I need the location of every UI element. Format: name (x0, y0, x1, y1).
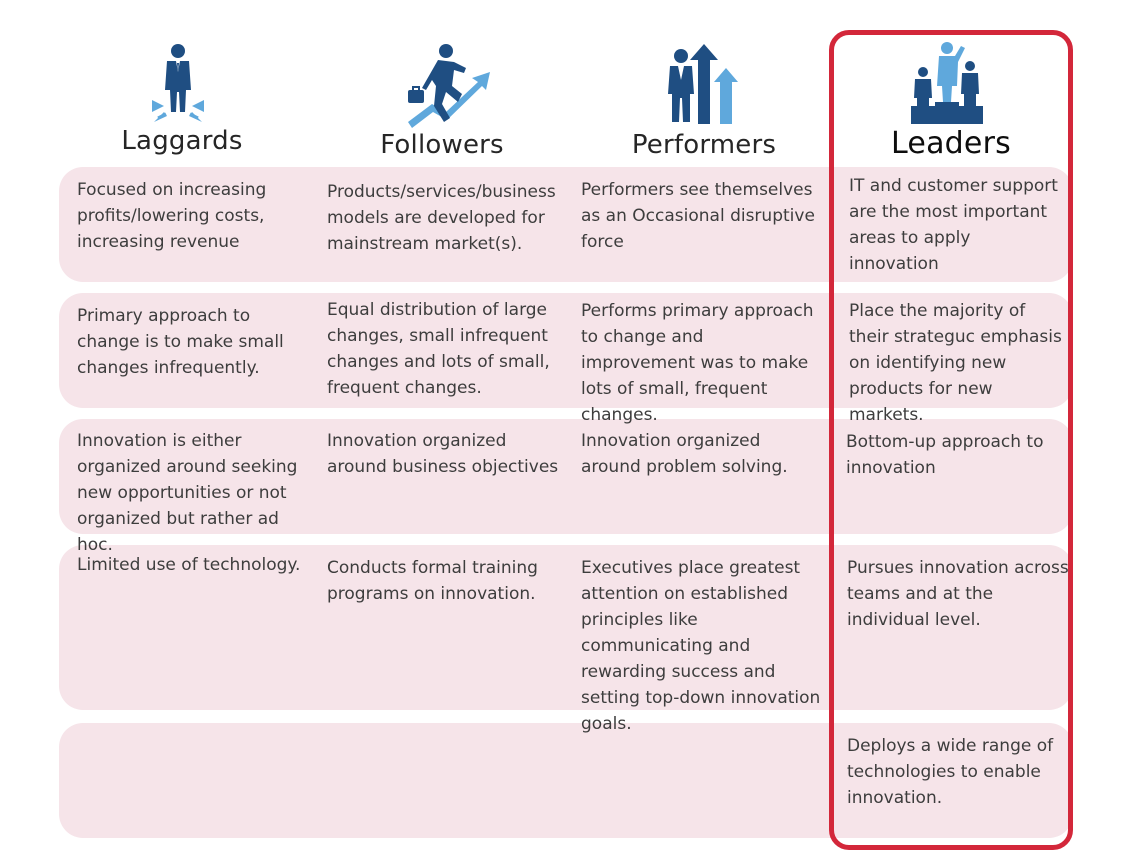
leaders-highlight-box (829, 30, 1073, 850)
person-with-arrows-icon (668, 44, 738, 124)
cell-leaders-5: Deploys a wide range of technologies to … (847, 736, 1054, 808)
cell-leaders-2: Place the majority of their strateguc em… (849, 301, 1062, 425)
cell-laggards-1: Focused on increasing profits/lowering c… (77, 180, 267, 252)
podium-people-icon (911, 42, 983, 124)
cell-performers-4: Executives place greatest attention on e… (581, 558, 821, 734)
cell-laggards-2: Primary approach to change is to make sm… (77, 306, 284, 378)
cell-followers-2: Equal distribution of large changes, sma… (327, 300, 550, 398)
cell-leaders-3: Bottom-up approach to innovation (846, 432, 1044, 478)
cell-performers-2: Performs primary approach to change and … (581, 301, 814, 425)
cell-performers-3: Innovation organized around problem solv… (581, 431, 788, 477)
cell-laggards-3: Innovation is either organized around se… (77, 431, 298, 555)
row-band-2 (59, 293, 1073, 408)
cell-followers-4: Conducts formal training programs on inn… (327, 558, 538, 604)
row-band-5 (59, 723, 1073, 838)
cell-followers-3: Innovation organized around business obj… (327, 431, 559, 477)
row-band-3 (59, 419, 1073, 534)
person-climbing-icon (408, 44, 490, 128)
person-standing-icon (152, 44, 204, 122)
column-title-followers: Followers (380, 130, 504, 160)
column-title-leaders: Leaders (891, 126, 1011, 161)
row-band-4 (59, 545, 1073, 710)
column-title-performers: Performers (631, 130, 777, 160)
cell-followers-1: Products/services/business models are de… (327, 182, 556, 254)
row-band-1 (59, 167, 1073, 282)
cell-performers-1: Performers see themselves as an Occasion… (581, 180, 815, 252)
cell-leaders-4: Pursues innovation across teams and at t… (847, 558, 1069, 630)
cell-laggards-4: Limited use of technology. (77, 555, 301, 575)
cell-leaders-1: IT and customer support are the most imp… (849, 176, 1058, 274)
column-title-laggards: Laggards (121, 126, 243, 156)
